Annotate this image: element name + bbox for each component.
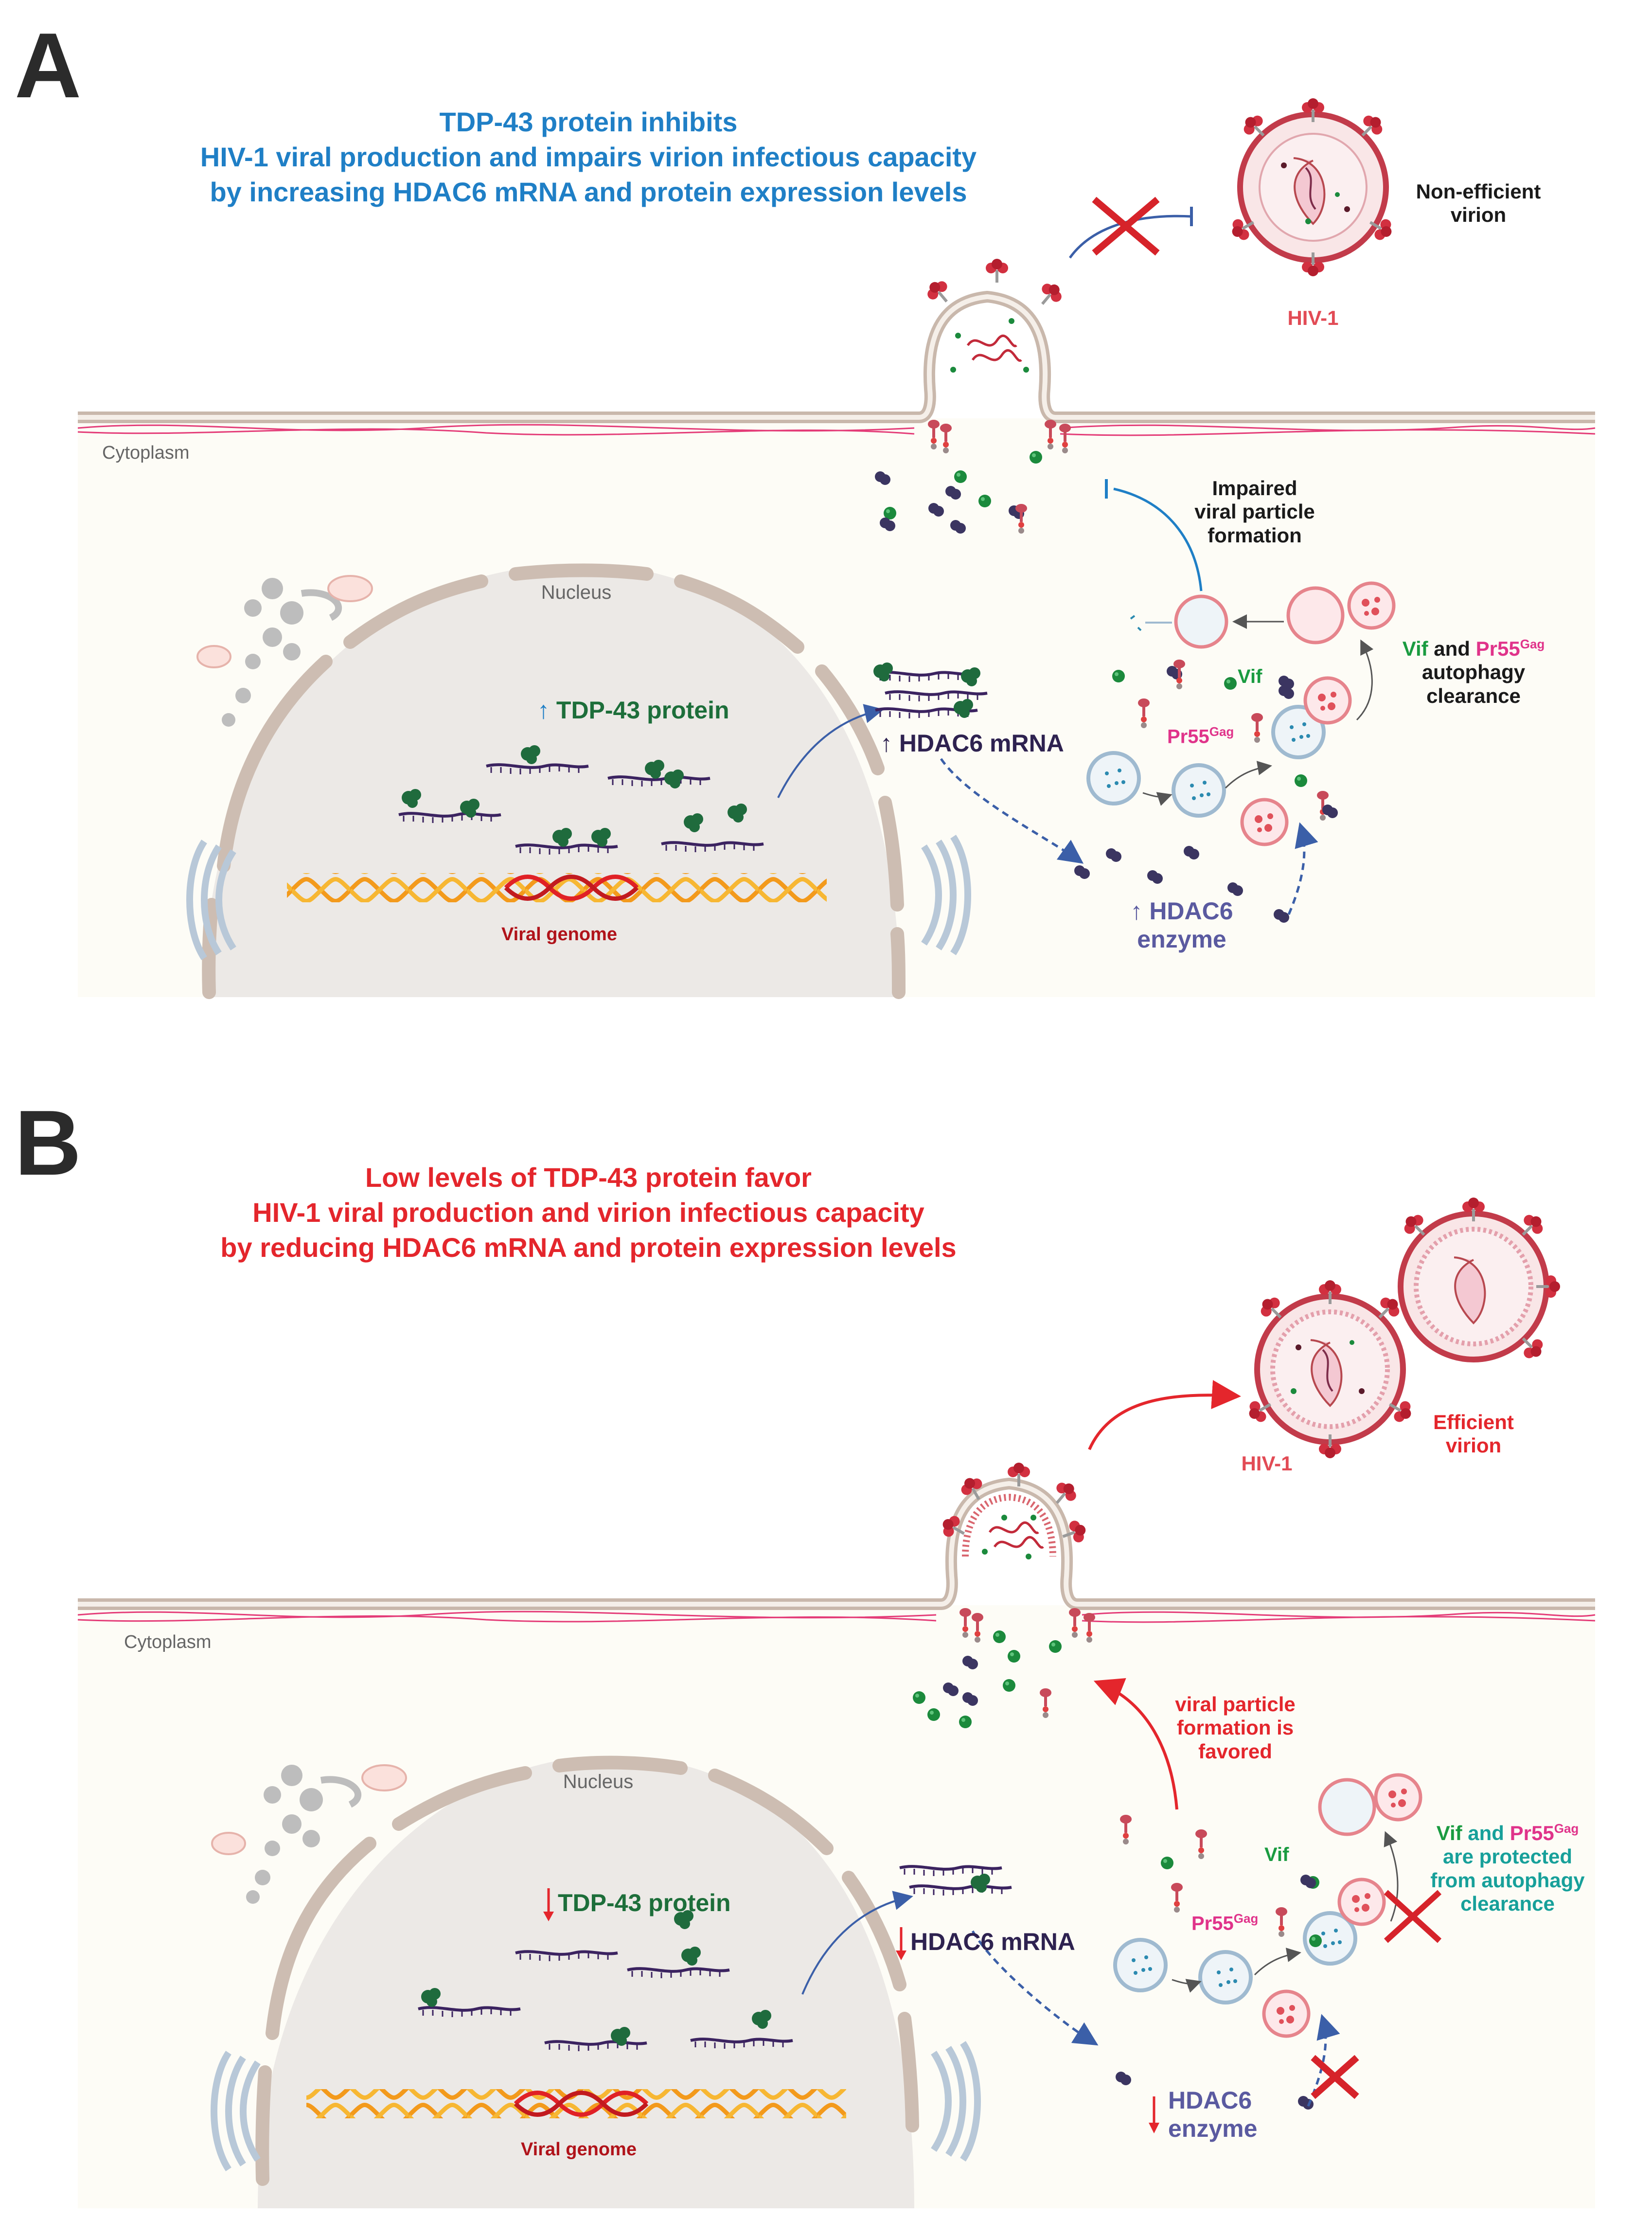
panel-b-nucleus-label: Nucleus <box>563 1771 634 1792</box>
panel-b-title-line-2: HIV-1 viral production and virion infect… <box>252 1197 924 1228</box>
panel-a-title: TDP-43 protein inhibits HIV-1 viral prod… <box>126 105 1050 210</box>
clear-gag-superscript: Gag <box>1520 637 1545 651</box>
down-arrow-icon <box>543 1888 554 1921</box>
panel-b-hiv-label: HIV-1 <box>1241 1452 1293 1475</box>
virion-status-line-2: virion <box>1445 1434 1502 1457</box>
panel-a-nucleus-label: Nucleus <box>541 582 612 603</box>
enzyme-line-1: HDAC6 <box>1149 897 1233 925</box>
clear-line-2: autophagy <box>1421 661 1526 684</box>
panel-a-title-line-3: by increasing HDAC6 mRNA and protein exp… <box>210 177 967 207</box>
panel-b-hdac6-mrna-label: HDAC6 mRNA <box>895 1926 1075 1961</box>
panel-a-tdp43-label: ↑ TDP-43 protein <box>537 697 729 725</box>
clear-line-3: clearance <box>1426 684 1521 707</box>
panel-b-cytoplasm-label: Cytoplasm <box>124 1632 212 1652</box>
panel-a-graphics <box>77 98 1596 999</box>
up-arrow-icon: ↑ <box>880 730 892 757</box>
prot-line-2: are protected <box>1442 1845 1573 1868</box>
panel-a-vif-label: Vif <box>1238 666 1262 687</box>
panel-a-cytoplasm-label: Cytoplasm <box>102 443 190 463</box>
panel-a-viral-genome-label: Viral genome <box>501 924 617 945</box>
panel-b-title-line-3: by reducing HDAC6 mRNA and protein expre… <box>220 1232 957 1263</box>
panel-b-hdac6-enzyme-label: HDAC6 enzyme <box>1148 2087 1274 2143</box>
prot-vif-text: Vif <box>1436 1822 1462 1844</box>
impaired-line-3: formation <box>1208 523 1302 547</box>
clear-pr55-text: Pr55 <box>1475 637 1520 660</box>
panel-b-letter: B <box>15 1092 82 1195</box>
panel-a-pr55-label: Pr55Gag <box>1167 724 1234 748</box>
tdp43-text: TDP-43 protein <box>558 1889 731 1917</box>
hdac6-mrna-text: HDAC6 mRNA <box>910 1928 1075 1956</box>
panel-a-virion-status: Non-efficient virion <box>1410 180 1546 227</box>
enzyme-line-2: enzyme <box>1168 2114 1258 2142</box>
virion-status-line-2: virion <box>1450 203 1507 227</box>
favored-line-3: favored <box>1198 1739 1272 1763</box>
prot-gag-superscript: Gag <box>1554 1821 1579 1836</box>
prot-line-4: clearance <box>1460 1892 1555 1915</box>
virion-status-line-1: Efficient <box>1433 1411 1514 1433</box>
hdac6-mrna-text: HDAC6 mRNA <box>899 730 1064 757</box>
pr55-text: Pr55 <box>1191 1913 1234 1934</box>
panel-b-favored-formation: viral particle formation is favored <box>1157 1693 1313 1763</box>
enzyme-line-1: HDAC6 <box>1168 2087 1252 2114</box>
clear-and-text: and <box>1428 637 1476 660</box>
tdp43-text: TDP-43 protein <box>556 697 729 724</box>
up-arrow-icon: ↑ <box>1130 897 1143 925</box>
clear-vif-text: Vif <box>1402 637 1428 660</box>
panel-a-hiv-label: HIV-1 <box>1287 306 1339 329</box>
panel-a-hdac6-enzyme-label: ↑ HDAC6 enzyme <box>1104 897 1260 953</box>
panel-a-impaired-formation: Impaired viral particle formation <box>1177 477 1332 547</box>
panel-a-autophagy-clearance: Vif and Pr55Gag autophagy clearance <box>1381 637 1566 708</box>
down-arrow-icon <box>1149 2096 1159 2133</box>
prot-pr55-text: Pr55 <box>1510 1822 1554 1844</box>
panel-a-title-line-1: TDP-43 protein inhibits <box>439 107 738 137</box>
panel-b-virion-status: Efficient virion <box>1410 1411 1537 1458</box>
gag-superscript: Gag <box>1233 1911 1259 1926</box>
panel-a-hdac6-mrna-label: ↑ HDAC6 mRNA <box>880 730 1064 758</box>
impaired-line-2: viral particle <box>1194 500 1315 523</box>
prot-line-3: from autophagy <box>1430 1868 1585 1892</box>
up-arrow-icon: ↑ <box>537 697 550 724</box>
panel-b-viral-genome-label: Viral genome <box>521 2139 637 2160</box>
down-arrow-icon <box>896 1927 906 1960</box>
favored-line-1: viral particle <box>1175 1693 1296 1716</box>
panel-a-letter: A <box>15 14 82 117</box>
panel-b-title-line-1: Low levels of TDP-43 protein favor <box>365 1162 812 1193</box>
panel-a-title-line-2: HIV-1 viral production and impairs virio… <box>200 142 977 172</box>
gag-superscript: Gag <box>1209 724 1234 739</box>
pr55-text: Pr55 <box>1167 726 1209 748</box>
panel-b-vif-label: Vif <box>1264 1844 1289 1865</box>
favored-line-2: formation is <box>1176 1716 1294 1739</box>
enzyme-line-2: enzyme <box>1137 925 1226 953</box>
panel-b-pr55-label: Pr55Gag <box>1191 1911 1259 1934</box>
panel-b-tdp43-label: TDP-43 protein <box>542 1887 731 1922</box>
panel-b-graphics <box>77 1198 1596 2208</box>
prot-and-text: and <box>1462 1822 1510 1844</box>
panel-b-protected-clearance: Vif and Pr55Gag are protected from autop… <box>1420 1821 1595 1915</box>
impaired-line-1: Impaired <box>1212 477 1297 500</box>
virion-status-line-1: Non-efficient <box>1416 180 1541 203</box>
panel-b-title: Low levels of TDP-43 protein favor HIV-1… <box>126 1160 1050 1265</box>
